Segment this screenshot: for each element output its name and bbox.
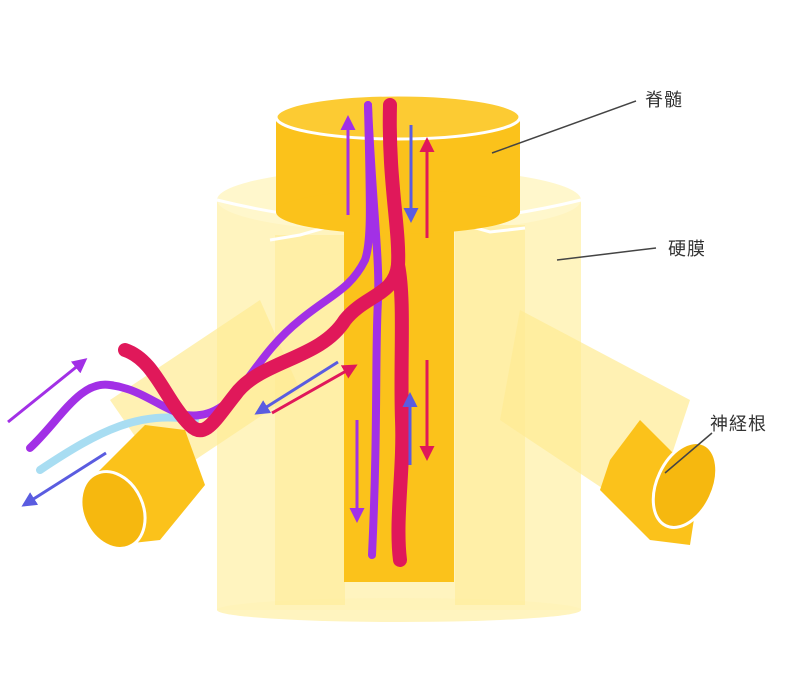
- artery-vessel: [118, 98, 410, 567]
- arrow-blue-in-left: [21, 451, 107, 507]
- leader-dura: [556, 247, 657, 261]
- leader-lines: [491, 100, 713, 474]
- right-root-end: [651, 441, 719, 529]
- dura-bottom: [217, 598, 581, 622]
- label-dura-mater: 硬膜: [668, 239, 706, 260]
- cord-top-face: [274, 93, 522, 141]
- right-nerve-root: [600, 420, 719, 545]
- label-spinal-cord: 脊髄: [645, 90, 683, 111]
- arrow-red-out-root: [271, 364, 358, 415]
- arrow-blue-into-root: [254, 360, 339, 415]
- flow-arrows: [7, 115, 435, 523]
- leader-root: [664, 432, 713, 474]
- leader-spinal-cord: [491, 100, 637, 154]
- label-nerve-root: 神経根: [710, 414, 767, 435]
- left-nerve-root: [79, 425, 205, 550]
- arrow-purple-out-left: [7, 358, 88, 424]
- left-root-end: [79, 470, 147, 550]
